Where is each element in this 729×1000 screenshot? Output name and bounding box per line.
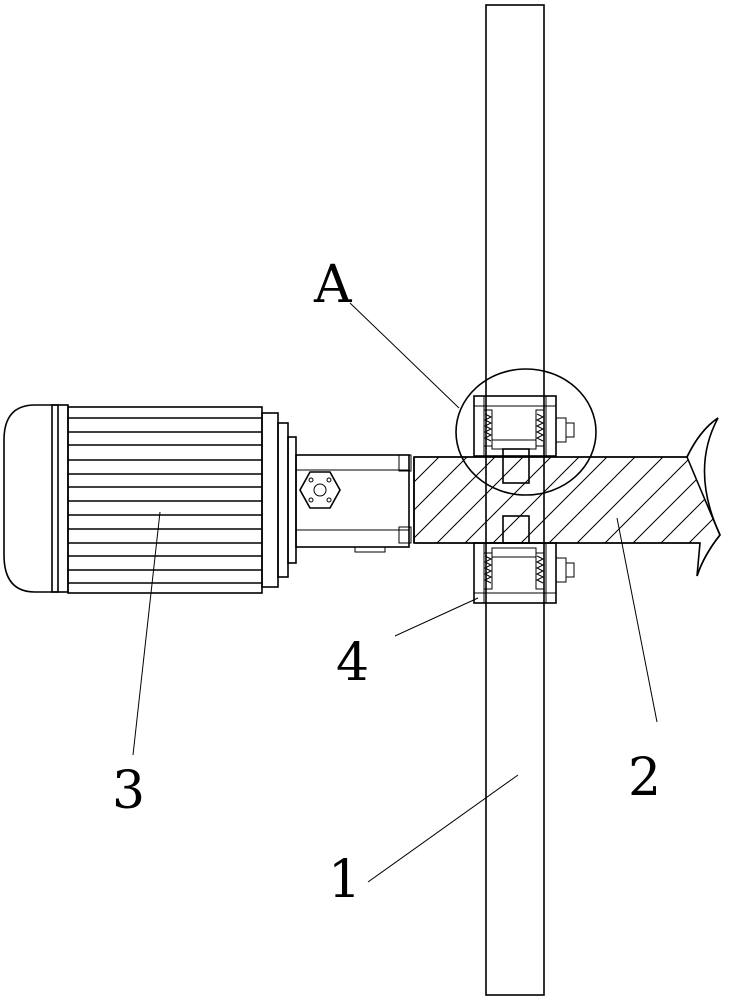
upper-clamp — [473, 395, 575, 484]
label-2: 2 — [628, 748, 661, 808]
shaft-plate — [413, 417, 721, 577]
lower-clamp — [473, 515, 575, 604]
motor-fins — [68, 417, 262, 584]
label-a: A — [313, 255, 353, 315]
detail-circle-a — [455, 368, 597, 496]
leader-lines — [132, 302, 658, 883]
label-4: 4 — [336, 633, 369, 693]
label-3: 3 — [112, 761, 145, 821]
label-1: 1 — [328, 850, 361, 910]
motor — [3, 404, 412, 594]
